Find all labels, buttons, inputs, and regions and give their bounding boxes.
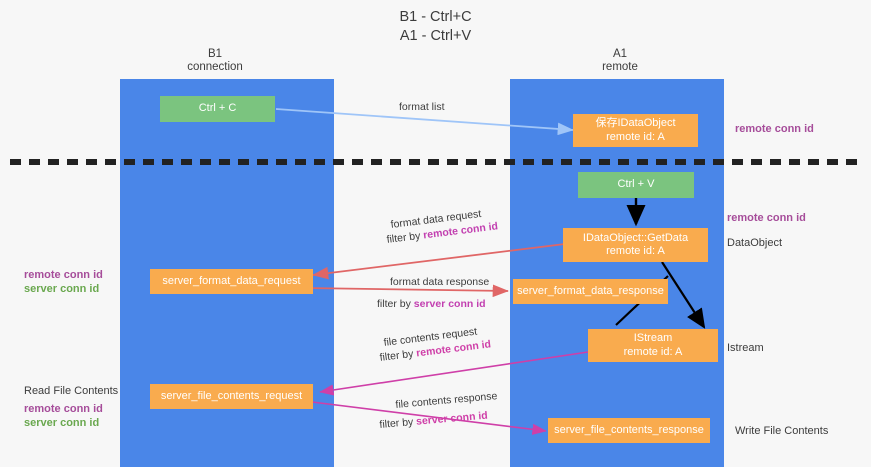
label-right-write-file-contents: Write File Contents	[735, 425, 829, 437]
box-idataobject-remote-id: remote id: A	[606, 130, 665, 143]
label-right-istream: Istream	[727, 342, 764, 354]
title-line-1: B1 - Ctrl+C	[399, 9, 472, 25]
arrow-format-data-request	[312, 242, 574, 280]
box-server-format-data-response-label: server_format_data_response	[517, 284, 664, 297]
box-server-file-contents-response[interactable]: server_file_contents_response	[548, 418, 710, 443]
box-server-file-contents-response-label: server_file_contents_response	[554, 423, 704, 436]
label-left-remote-conn-id-mid: remote conn id	[24, 269, 103, 281]
label-left-server-conn-id-bot: server conn id	[24, 417, 100, 429]
caption-format-data-response-filter: filter by server conn id	[377, 298, 486, 311]
box-idataobject-getdata[interactable]: IDataObject::GetData remote id: A	[563, 228, 708, 262]
arrow-format-list	[275, 108, 574, 136]
box-ctrl-c[interactable]: Ctrl + C	[160, 96, 275, 122]
label-left-remote-conn-id-bot: remote conn id	[24, 403, 103, 415]
label-right-remote-conn-id-mid: remote conn id	[727, 212, 806, 224]
lane-header-b1-name: B1	[207, 48, 223, 60]
box-istream-label: IStream	[633, 332, 673, 344]
label-left-read-file-contents: Read File Contents	[24, 385, 119, 397]
lane-header-b1: B1 connection	[150, 48, 280, 74]
arrow-file-contents-request	[319, 351, 589, 396]
box-idataobject-label: 保存IDataObject	[595, 117, 676, 129]
box-getdata-remote-id: remote id: A	[606, 245, 665, 257]
arrow-format-data-response	[304, 284, 509, 298]
caption-fdres-filter-prefix: filter by	[377, 298, 414, 310]
label-right-remote-conn-id-top: remote conn id	[735, 123, 814, 135]
box-server-file-contents-request-label: server_file_contents_request	[160, 389, 303, 402]
box-ctrl-v-label: Ctrl + V	[617, 178, 655, 191]
label-right-dataobject: DataObject	[727, 237, 783, 249]
box-idataobject[interactable]: 保存IDataObject remote id: A	[573, 114, 698, 147]
caption-fdres-filter-key: server conn id	[413, 298, 486, 310]
box-getdata-label: IDataObject::GetData	[582, 231, 689, 244]
caption-format-data-response: format data response	[390, 276, 490, 288]
lane-header-a1: A1 remote	[555, 48, 685, 74]
caption-format-list: format list	[399, 101, 445, 113]
box-ctrl-c-label: Ctrl + C	[198, 102, 237, 115]
caption-fcres-filter-prefix: filter by	[379, 415, 417, 431]
label-left-server-conn-id-mid: server conn id	[24, 283, 100, 295]
lane-header-b1-sub: connection	[187, 61, 243, 73]
arrow-file-contents-response	[311, 401, 547, 435]
box-ctrl-v[interactable]: Ctrl + V	[578, 172, 694, 198]
lane-header-a1-name: A1	[612, 48, 628, 60]
page-title: B1 - Ctrl+C A1 - Ctrl+V	[0, 8, 871, 46]
box-istream[interactable]: IStream remote id: A	[588, 329, 718, 362]
box-server-format-data-response[interactable]: server_format_data_response	[513, 279, 668, 304]
arrow-getdata-to-istream	[661, 261, 706, 329]
box-server-format-data-request[interactable]: server_format_data_request	[150, 269, 313, 294]
box-server-file-contents-request[interactable]: server_file_contents_request	[150, 384, 313, 409]
box-server-format-data-request-label: server_format_data_request	[162, 274, 301, 287]
title-line-2: A1 - Ctrl+V	[399, 28, 472, 44]
box-istream-remote-id: remote id: A	[623, 345, 683, 358]
lane-header-a1-sub: remote	[602, 61, 638, 73]
